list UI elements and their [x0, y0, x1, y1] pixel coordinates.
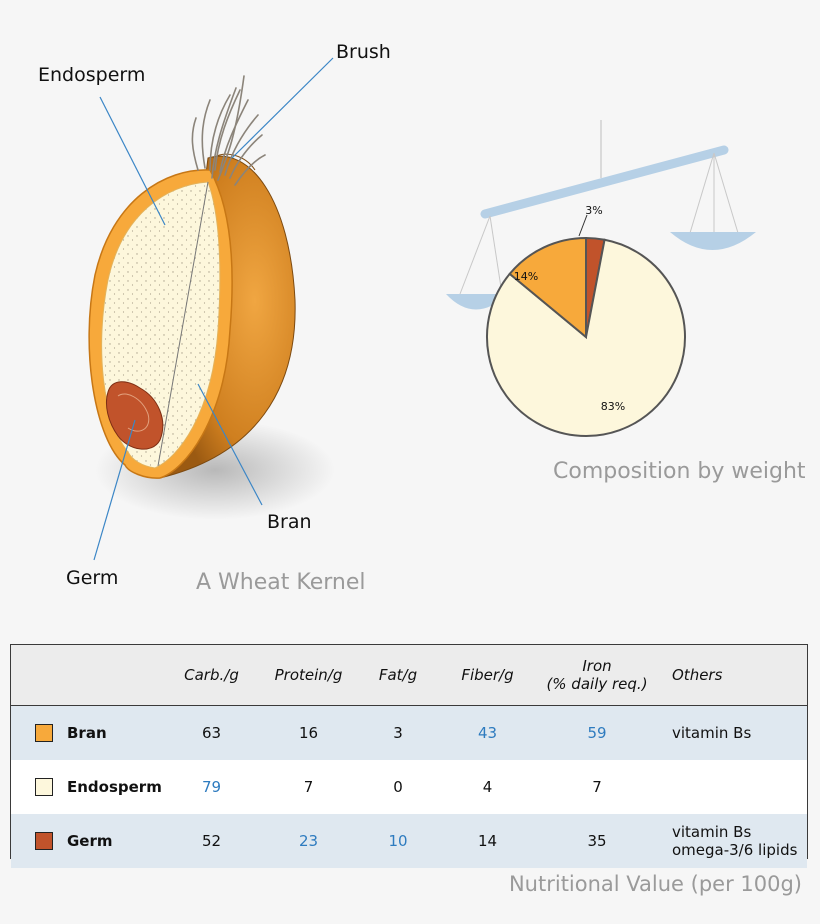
label-bran: Bran — [267, 511, 312, 533]
value-cell: 7 — [303, 778, 314, 796]
value-cell: 3 — [357, 705, 439, 760]
column-header-1: Carb./g — [163, 645, 260, 706]
kernel-germ — [105, 381, 164, 450]
leader-lines — [93, 57, 334, 561]
value-cell: 10 — [357, 814, 439, 868]
others-cell — [658, 760, 807, 814]
value-cell: 52 — [163, 814, 260, 868]
kernel-brush-hairs — [191, 75, 266, 186]
value-cell: 4 — [482, 778, 493, 796]
label-brush: Brush — [336, 41, 391, 63]
kernel-caption: A Wheat Kernel — [196, 570, 366, 595]
row-name-cell: Endosperm — [11, 760, 163, 814]
others-cell: vitamin Bs — [658, 705, 807, 760]
value-cell: 35 — [536, 814, 658, 868]
value-cell: 59 — [536, 705, 658, 760]
row-name-label: Endosperm — [67, 778, 162, 796]
value-cell: 23 — [260, 814, 357, 868]
balance-scale — [446, 120, 756, 310]
column-header-6: Others — [658, 645, 807, 706]
pie-label-endosperm: 83% — [601, 400, 625, 413]
column-header-0 — [11, 645, 163, 706]
table-caption: Nutritional Value (per 100g) — [508, 872, 802, 896]
value-cell: 0 — [393, 778, 403, 796]
color-swatch — [35, 724, 53, 742]
pie-label-bran: 14% — [514, 270, 538, 283]
value-cell: 43 — [439, 705, 536, 760]
label-endosperm: Endosperm — [38, 64, 145, 86]
column-header-4: Fiber/g — [439, 645, 536, 706]
color-swatch — [35, 832, 53, 850]
column-header-3: Fat/g — [357, 645, 439, 706]
wheat-kernel-figure: Endosperm Brush Bran Germ A Wheat Kernel… — [38, 41, 806, 595]
column-header-5: Iron(% daily req.) — [536, 645, 658, 706]
row-name-label: Germ — [67, 832, 113, 850]
row-name-label: Bran — [67, 724, 107, 742]
value-cell: 7 — [592, 778, 602, 796]
composition-pie-chart: 3% 83% 14% — [486, 204, 686, 437]
column-header-2: Protein/g — [260, 645, 357, 706]
value-cell: 63 — [163, 705, 260, 760]
pie-slice-bran — [508, 236, 587, 340]
label-germ: Germ — [66, 567, 118, 589]
value-cell: 16 — [260, 705, 357, 760]
row-name-cell: Germ — [11, 814, 163, 868]
value-cell: 14 — [439, 814, 536, 868]
row-name-cell: Bran — [11, 705, 163, 760]
pie-chart-title: Composition by weight — [553, 459, 806, 484]
color-swatch — [35, 778, 53, 796]
germ-slice-label-leader — [578, 214, 588, 237]
table-row: Endosperm 79 7 0 4 7 — [11, 760, 807, 814]
value-cell: 79 — [201, 778, 222, 796]
kernel-illustration — [88, 75, 335, 520]
pie-label-germ: 3% — [585, 204, 602, 217]
